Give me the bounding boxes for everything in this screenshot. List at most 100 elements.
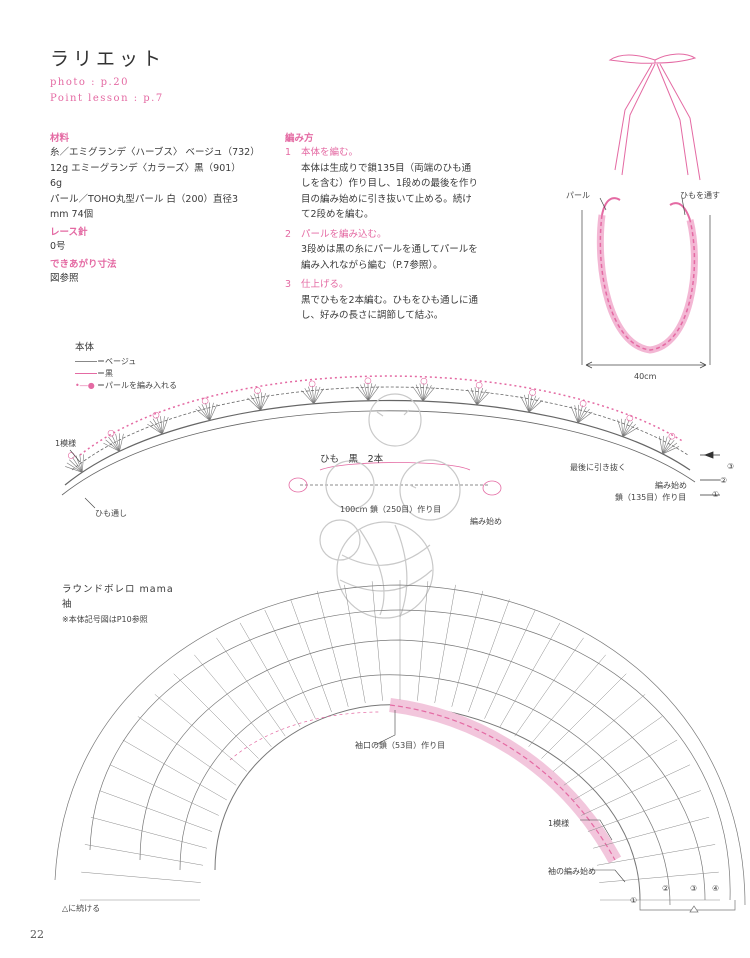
legend-black: ＝黒 xyxy=(75,368,113,379)
stitch-spoke xyxy=(194,654,272,747)
fan-stitch xyxy=(162,417,169,435)
fan-stitch xyxy=(577,405,583,423)
fan-stitch xyxy=(304,388,315,404)
string-chart xyxy=(288,462,502,496)
fan-stitch xyxy=(69,459,83,473)
fan-stitch xyxy=(360,384,369,401)
fan-stitch xyxy=(356,386,369,401)
stitch-spoke xyxy=(371,581,383,701)
legend-beige: ＝ベージュ xyxy=(75,356,136,367)
fan-stitch xyxy=(195,408,210,421)
method-heading: 編み方 xyxy=(285,133,314,144)
fan-stitch xyxy=(301,390,315,405)
fan-stitch xyxy=(108,436,120,452)
necklace-width-label: 40cm xyxy=(634,372,657,381)
stitch-spoke xyxy=(593,816,710,849)
finished-size: 図参照 xyxy=(50,273,79,284)
method-step-text: 黒でひもを2本編む。ひもをひも通しに通し、好みの長さに調節して結ぶ。 xyxy=(301,294,479,322)
fan-stitch xyxy=(209,402,214,421)
fan-stitch xyxy=(662,437,672,455)
fan-stitch xyxy=(470,387,478,406)
bolero-spokes xyxy=(80,580,720,901)
bolero-note: ※本体記号図はP10参照 xyxy=(62,615,148,624)
stitch-spoke xyxy=(573,739,678,801)
fan-stitch xyxy=(147,423,163,435)
fan-stitch xyxy=(476,387,484,406)
fan-stitch xyxy=(152,418,163,435)
stitch-spoke xyxy=(173,673,259,759)
stitch-spoke xyxy=(316,590,349,707)
fan-stitch xyxy=(621,418,624,437)
method-step-text: 本体は生成りで鎖135目（両端のひも通しを含む）作り目し、1段めの最後を作り目の… xyxy=(301,162,479,221)
stitch-spoke xyxy=(468,599,510,713)
fan-stitch xyxy=(257,392,261,411)
fan-stitch xyxy=(160,416,163,435)
stitch-spoke xyxy=(599,871,719,883)
fan-stitch xyxy=(250,395,261,411)
stitch-spoke xyxy=(417,581,429,701)
materials-line: パール／TOHO丸型パール 白（200）直径3 xyxy=(50,193,239,205)
fan-stitch xyxy=(368,384,376,401)
string-loop-label: ひも通し xyxy=(95,509,127,518)
fan-stitch xyxy=(662,439,675,455)
bolero-row-4: ④ xyxy=(712,884,720,893)
method-step-text: 3段めは黒の糸にパールを通してパールを編み入れながら編む（P.7参照）。 xyxy=(301,244,478,271)
fan-stitch xyxy=(476,387,480,406)
bolero-title: ラウンドボレロ mama xyxy=(62,584,174,595)
fan-stitch xyxy=(79,454,83,473)
pearl-label: パール xyxy=(566,191,590,200)
materials-line: 糸／エミグランデ〈ハーブス〉 ベージュ（732） xyxy=(50,147,260,158)
fan-stitch xyxy=(622,419,630,437)
sleeve-start-label: 袖の編み始め xyxy=(548,867,596,876)
fan-stitch xyxy=(260,392,263,411)
pattern-repeat-label: 1模様 xyxy=(55,439,77,448)
bolero-row-3: ③ xyxy=(690,884,698,893)
body-diagram-label: 本体 xyxy=(75,342,95,353)
fan-stitch xyxy=(363,383,369,401)
materials-heading: 材料 xyxy=(50,133,70,144)
fan-stitch xyxy=(368,383,373,401)
continue-label: △に続ける xyxy=(62,904,101,913)
page-number: 22 xyxy=(30,928,44,941)
fan-stitch xyxy=(422,383,429,402)
picot xyxy=(67,452,75,459)
cuff-chain-label: 袖口の鎖（53目）作り目 xyxy=(355,741,446,750)
fan-stitch xyxy=(528,397,540,413)
fan-stitch xyxy=(308,386,315,404)
fan-stitch xyxy=(528,394,533,413)
fan-stitch xyxy=(662,436,668,455)
body-row-arrows xyxy=(700,451,720,496)
fan-stitch xyxy=(570,406,579,423)
fan-stitch xyxy=(617,419,624,437)
body-start-label: 編み始め xyxy=(655,481,687,490)
stitch-spoke xyxy=(290,599,332,713)
picot xyxy=(152,411,160,419)
fan-stitch xyxy=(662,446,680,455)
finished-size-heading: できあがり寸法 xyxy=(50,259,117,270)
fan-stitch xyxy=(476,391,490,406)
stitch-spoke xyxy=(541,673,627,759)
legend-pearl: •―●＝パールを編み入れる xyxy=(75,381,177,390)
stitch-spoke xyxy=(434,584,456,704)
necklace-illustration xyxy=(596,53,701,354)
fan-stitch xyxy=(662,435,664,454)
fan-stitch xyxy=(209,403,218,421)
fan-stitch xyxy=(622,427,639,438)
string-chain-label: 100cm 鎖（250目）作り目 xyxy=(340,505,442,514)
materials-list: 糸／エミグランデ〈ハーブス〉 ベージュ（732） 12g エミーグランデ〈カラー… xyxy=(50,145,280,223)
fan-stitch xyxy=(524,394,530,413)
fan-stitch xyxy=(659,436,663,454)
stitch-spoke xyxy=(344,584,366,704)
lesson-reference: Point lesson : p.7 xyxy=(50,93,164,104)
bolero-pattern-label: 1模様 xyxy=(548,819,570,828)
stitch-spoke xyxy=(84,844,204,866)
fan-stitch xyxy=(415,384,424,402)
fan-stitch xyxy=(577,404,579,423)
fan-stitch xyxy=(149,420,163,435)
stitch-spoke xyxy=(99,790,213,832)
stitch-spoke xyxy=(553,694,646,772)
